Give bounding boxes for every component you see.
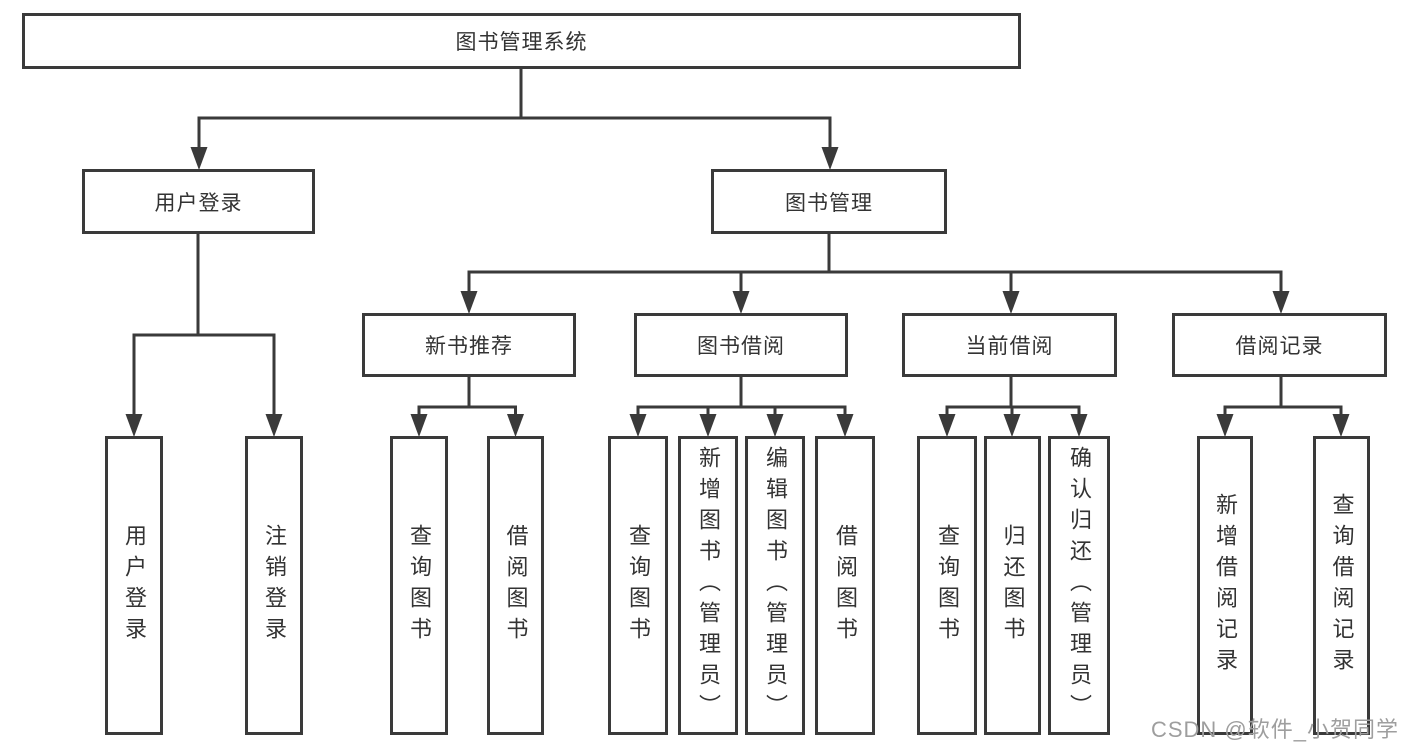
leaf-label: 归还图书 bbox=[1000, 523, 1026, 648]
leaf-logout: 注销登录 bbox=[245, 436, 303, 735]
leaf-query-books-borrow: 查询图书 bbox=[608, 436, 668, 735]
node-label: 用户登录 bbox=[154, 191, 243, 215]
leaf-label: 查询借阅记录 bbox=[1329, 492, 1355, 679]
node-label: 当前借阅 bbox=[965, 335, 1054, 358]
node-current-borrow: 当前借阅 bbox=[902, 313, 1117, 377]
leaf-query-borrow-record: 查询借阅记录 bbox=[1313, 436, 1370, 735]
csdn-watermark: CSDN @软件_小贺同学 bbox=[1150, 717, 1399, 742]
node-borrow-records: 借阅记录 bbox=[1172, 313, 1387, 377]
node-label: 借阅记录 bbox=[1235, 335, 1324, 358]
leaf-borrow-books: 借阅图书 bbox=[815, 436, 875, 735]
leaf-label: 用户登录 bbox=[122, 523, 147, 648]
node-user-login: 用户登录 bbox=[82, 169, 315, 234]
leaf-label: 查询图书 bbox=[935, 523, 960, 648]
leaf-query-books-recommend: 查询图书 bbox=[390, 436, 448, 735]
leaf-add-borrow-record: 新增借阅记录 bbox=[1197, 436, 1253, 735]
leaf-label: 编辑图书（管理员） bbox=[763, 446, 788, 725]
leaf-label: 借阅图书 bbox=[833, 523, 858, 648]
leaf-confirm-return-admin: 确认归还（管理员） bbox=[1048, 436, 1110, 735]
node-book-management: 图书管理 bbox=[711, 169, 947, 234]
leaf-label: 查询图书 bbox=[407, 523, 432, 648]
node-label: 图书管理 bbox=[785, 191, 873, 215]
leaf-label: 查询图书 bbox=[626, 523, 651, 648]
leaf-label: 确认归还（管理员） bbox=[1067, 446, 1092, 725]
leaf-label: 新增图书（管理员） bbox=[696, 446, 721, 725]
node-new-book-recommend: 新书推荐 bbox=[362, 313, 576, 377]
leaf-add-books-admin: 新增图书（管理员） bbox=[678, 436, 738, 735]
leaf-user-login: 用户登录 bbox=[105, 436, 163, 735]
node-library-management-system: 图书管理系统 bbox=[22, 13, 1021, 69]
leaf-query-books-current: 查询图书 bbox=[917, 436, 977, 735]
leaf-label: 新增借阅记录 bbox=[1213, 492, 1238, 679]
leaf-borrow-books-recommend: 借阅图书 bbox=[487, 436, 544, 735]
leaf-label: 借阅图书 bbox=[503, 523, 529, 648]
leaf-return-books: 归还图书 bbox=[984, 436, 1041, 735]
node-label: 图书管理系统 bbox=[455, 31, 588, 54]
leaf-label: 注销登录 bbox=[262, 523, 287, 648]
leaf-edit-books-admin: 编辑图书（管理员） bbox=[745, 436, 805, 735]
node-label: 新书推荐 bbox=[425, 335, 513, 358]
node-book-borrow: 图书借阅 bbox=[634, 313, 848, 377]
arrowheads bbox=[125, 147, 1350, 437]
node-label: 图书借阅 bbox=[697, 335, 785, 358]
